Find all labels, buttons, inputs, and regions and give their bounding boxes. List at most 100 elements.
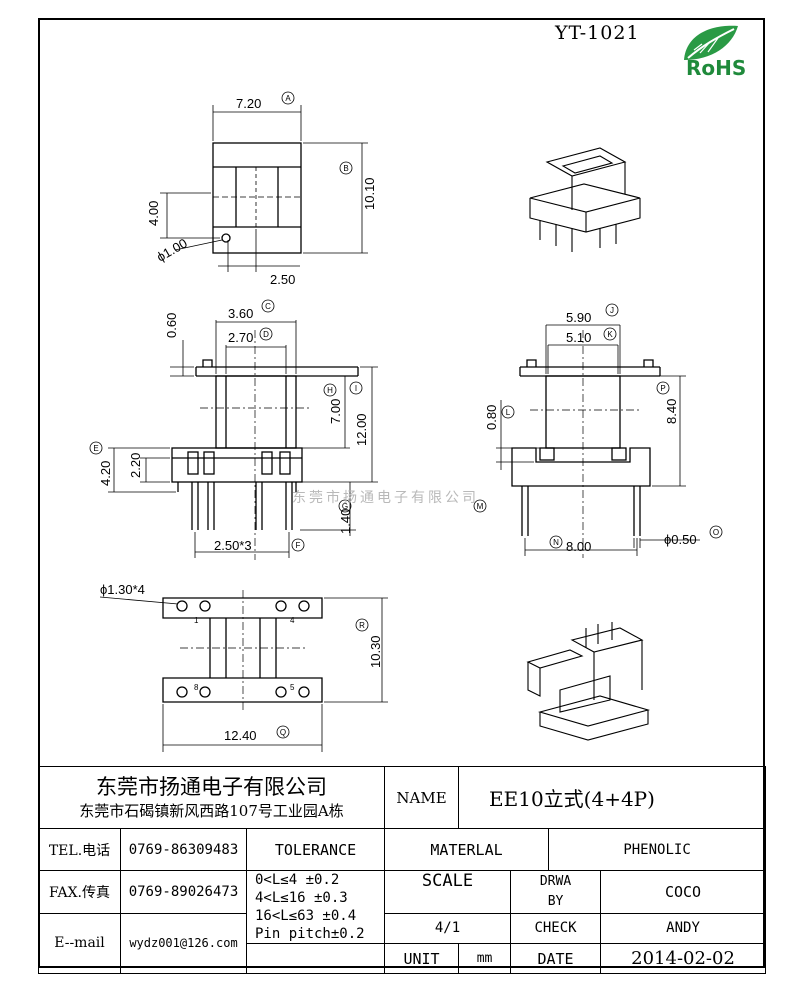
marker-j [605, 303, 619, 317]
iso-view-bottom [526, 622, 651, 741]
date-value: 2014-02-02 [600, 943, 767, 974]
marker-a [281, 91, 295, 105]
svg-text:B: B [343, 164, 348, 173]
dim-g: 1.40 [338, 509, 353, 534]
bottom-view-bottom-rail [162, 677, 323, 703]
tolerance-row: Pin pitch±0.2 [255, 926, 365, 942]
scale-label: SCALE [384, 870, 512, 891]
marker-c [261, 299, 275, 313]
unit-label: UNIT [384, 943, 460, 974]
bottom-view-top-rail [162, 597, 323, 619]
dim-hole: ϕ1.00 [154, 235, 190, 264]
email-value: wydz001@126.com [120, 912, 247, 974]
iso-view-top [529, 147, 641, 252]
top-view-hole [221, 233, 231, 243]
svg-text:A: A [285, 94, 291, 103]
svg-text:N: N [553, 538, 559, 547]
company-name: 东莞市扬通电子有限公司 [96, 774, 327, 799]
tel-label: TEL.电话 [38, 828, 121, 871]
date-label: DATE [510, 943, 602, 974]
tolerance-row: 16<L≤63 ±0.4 [255, 908, 357, 924]
marker-o [709, 525, 723, 539]
dim-f: 2.20 [128, 453, 143, 478]
svg-text:I: I [355, 384, 357, 393]
dim-holes: ϕ1.30*4 [100, 582, 145, 597]
drawn-label-2: BY [510, 891, 602, 914]
svg-text:L: L [506, 408, 511, 417]
dim-h: 7.00 [328, 399, 343, 424]
check-label: CHECK [510, 912, 602, 944]
front-view-base [171, 447, 303, 483]
fax-label: FAX.传真 [38, 870, 121, 914]
drawn-label-1: DRWA [539, 873, 572, 889]
dim-i: 12.00 [354, 413, 369, 446]
scale-value: 4/1 [384, 912, 512, 944]
marker-n [549, 535, 563, 549]
pin-8-label: 8 [194, 683, 199, 692]
tolerance-row: 4<L≤16 ±0.3 [255, 890, 348, 906]
pin-4-label: 4 [290, 616, 295, 625]
marker-d [259, 327, 273, 341]
material-value: PHENOLIC [548, 828, 767, 871]
dim-d: 2.70 [228, 330, 253, 345]
svg-text:E: E [93, 444, 98, 453]
marker-f [291, 538, 305, 552]
marker-m [473, 499, 487, 513]
tolerance-row: 0<L≤4 ±0.2 [255, 872, 340, 888]
check-value: ANDY [600, 912, 767, 944]
svg-text:D: D [263, 330, 269, 339]
tel-value: 0769-86309483 [120, 828, 247, 871]
model-number: YT-1021 [555, 22, 640, 44]
tolerance-spacer [245, 943, 385, 974]
dim-o: ϕ0.50 [664, 532, 697, 547]
dim-r: 10.30 [368, 635, 383, 668]
svg-text:Q: Q [280, 728, 286, 737]
marker-l [501, 405, 515, 419]
dim-q: 12.40 [224, 728, 257, 743]
svg-text:M: M [477, 502, 484, 511]
unit-value: mm [458, 943, 512, 974]
dim-b: 10.10 [362, 177, 377, 210]
svg-text:G: G [342, 502, 348, 511]
marker-b [339, 161, 353, 175]
dim-flange: 0.60 [164, 313, 179, 338]
marker-h [323, 383, 337, 397]
marker-g [338, 499, 352, 513]
svg-text:P: P [660, 384, 665, 393]
marker-e [89, 441, 103, 455]
company-cell: 东莞市扬通电子有限公司 东莞市石碣镇新风西路107号工业园A栋 [37, 766, 386, 829]
tolerance-values: 0<L≤4 ±0.2 4<L≤16 ±0.3 16<L≤63 ±0.4 Pin … [245, 870, 386, 944]
title-block: 东莞市扬通电子有限公司 东莞市石碣镇新风西路107号工业园A栋 NAME EE1… [37, 766, 767, 974]
dim-p: 8.40 [664, 399, 679, 424]
rohs-label: RoHS [686, 56, 747, 80]
pin-1-label: 1 [194, 616, 199, 625]
dim-pitch: 2.50 [270, 272, 295, 287]
svg-text:O: O [713, 528, 719, 537]
svg-text:J: J [610, 306, 614, 315]
marker-r [355, 618, 369, 632]
marker-q [276, 725, 290, 739]
marker-i [349, 381, 363, 395]
name-label: NAME [384, 766, 460, 829]
svg-text:H: H [327, 386, 333, 395]
dim-j: 5.90 [566, 310, 591, 325]
front-view-bobbin [215, 375, 297, 449]
scale-spacer [384, 891, 512, 914]
drawn-label: DRWA [510, 870, 602, 891]
svg-text:F: F [296, 541, 301, 550]
dim-a: 7.20 [236, 96, 261, 111]
technical-drawing: 7.20 10.10 4.00 ϕ1.00 2.50 3.60 2.70 0.6… [89, 91, 723, 752]
rohs-leaf-icon [684, 25, 738, 60]
svg-text:R: R [359, 621, 365, 630]
tolerance-label: TOLERANCE [245, 828, 386, 871]
marker-p [656, 381, 670, 395]
watermark: 东莞市扬通电子有限公司 [292, 490, 479, 506]
material-label: MATERLAL [384, 828, 550, 871]
company-address: 东莞市石碣镇新风西路107号工业园A栋 [79, 801, 344, 820]
marker-k [603, 327, 617, 341]
dim-e: 4.20 [98, 461, 113, 486]
dim-k: 5.10 [566, 330, 591, 345]
dim-n: 8.00 [566, 539, 591, 554]
top-view-body [212, 142, 302, 254]
dim-4: 4.00 [146, 201, 161, 226]
